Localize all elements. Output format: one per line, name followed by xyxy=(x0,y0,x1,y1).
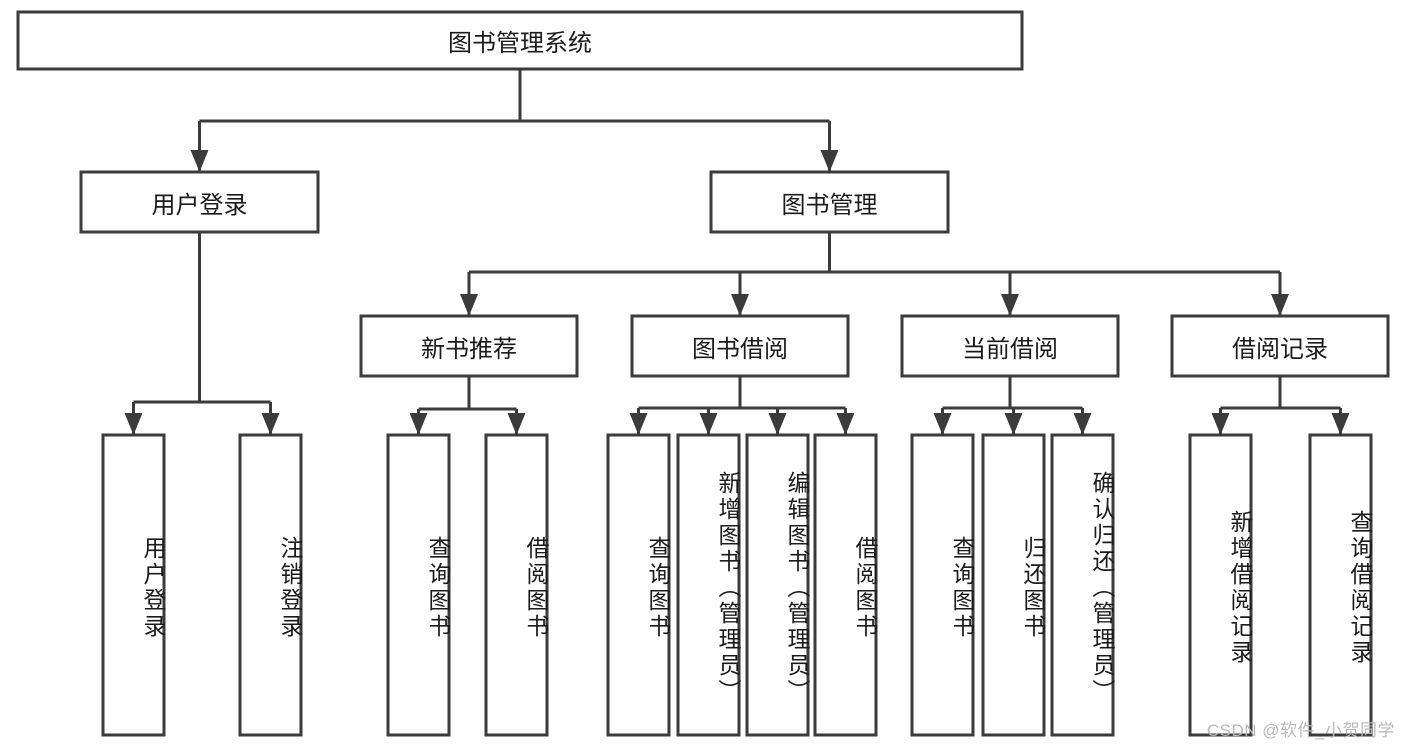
node-box-leaf-add-record[interactable] xyxy=(1188,433,1253,737)
arrow-head-borrow-record xyxy=(1271,294,1289,316)
arrow-head-leaf-edit-book xyxy=(768,413,787,435)
arrow-head-leaf-return-book xyxy=(1004,413,1023,435)
node-box-leaf-add-book[interactable] xyxy=(676,433,741,737)
node-box-leaf-query-book-2[interactable] xyxy=(606,433,671,737)
node-box-leaf-user-login[interactable] xyxy=(101,433,166,737)
arrow-head-leaf-user-logout xyxy=(261,413,280,435)
node-box-leaf-edit-book[interactable] xyxy=(745,433,810,737)
node-box-borrow-record[interactable] xyxy=(1170,314,1390,378)
node-box-book-borrow[interactable] xyxy=(630,314,850,378)
node-box-leaf-query-record[interactable] xyxy=(1308,433,1373,737)
arrow-head-new-book-recommend xyxy=(460,294,478,316)
node-box-leaf-borrow-book-1[interactable] xyxy=(484,433,549,737)
arrow-head-leaf-borrow-book-2 xyxy=(836,413,855,435)
arrow-head-leaf-query-book-1 xyxy=(409,413,428,435)
arrow-head-current-borrow xyxy=(1001,294,1019,316)
arrow-head-user-login xyxy=(190,150,209,172)
node-box-leaf-user-logout[interactable] xyxy=(238,433,303,737)
arrow-head-leaf-query-book-2 xyxy=(629,413,648,435)
node-box-leaf-borrow-book-2[interactable] xyxy=(813,433,878,737)
node-box-new-book-recommend[interactable] xyxy=(359,314,579,378)
node-box-leaf-query-book-3[interactable] xyxy=(910,433,975,737)
arrow-head-leaf-add-record xyxy=(1211,413,1230,435)
arrow-head-leaf-user-login xyxy=(124,413,143,435)
arrow-head-leaf-borrow-book-1 xyxy=(507,413,526,435)
node-layer xyxy=(16,10,1390,737)
node-box-leaf-query-book-1[interactable] xyxy=(386,433,451,737)
node-box-leaf-confirm-return[interactable] xyxy=(1050,433,1115,737)
node-box-book-manage[interactable] xyxy=(709,170,950,234)
arrow-head-leaf-add-book xyxy=(699,413,718,435)
arrow-head-leaf-query-book-3 xyxy=(933,413,952,435)
node-box-root[interactable] xyxy=(16,10,1024,71)
arrow-head-book-manage xyxy=(820,150,839,172)
node-box-leaf-return-book[interactable] xyxy=(981,433,1046,737)
arrow-head-book-borrow xyxy=(731,294,749,316)
node-box-user-login[interactable] xyxy=(79,170,320,234)
arrow-head-leaf-query-record xyxy=(1331,413,1350,435)
connector-layer xyxy=(124,69,1350,435)
node-box-current-borrow[interactable] xyxy=(900,314,1120,378)
watermark: CSDN @软件_小贺同学 xyxy=(1206,721,1395,740)
arrow-head-leaf-confirm-return xyxy=(1073,413,1092,435)
